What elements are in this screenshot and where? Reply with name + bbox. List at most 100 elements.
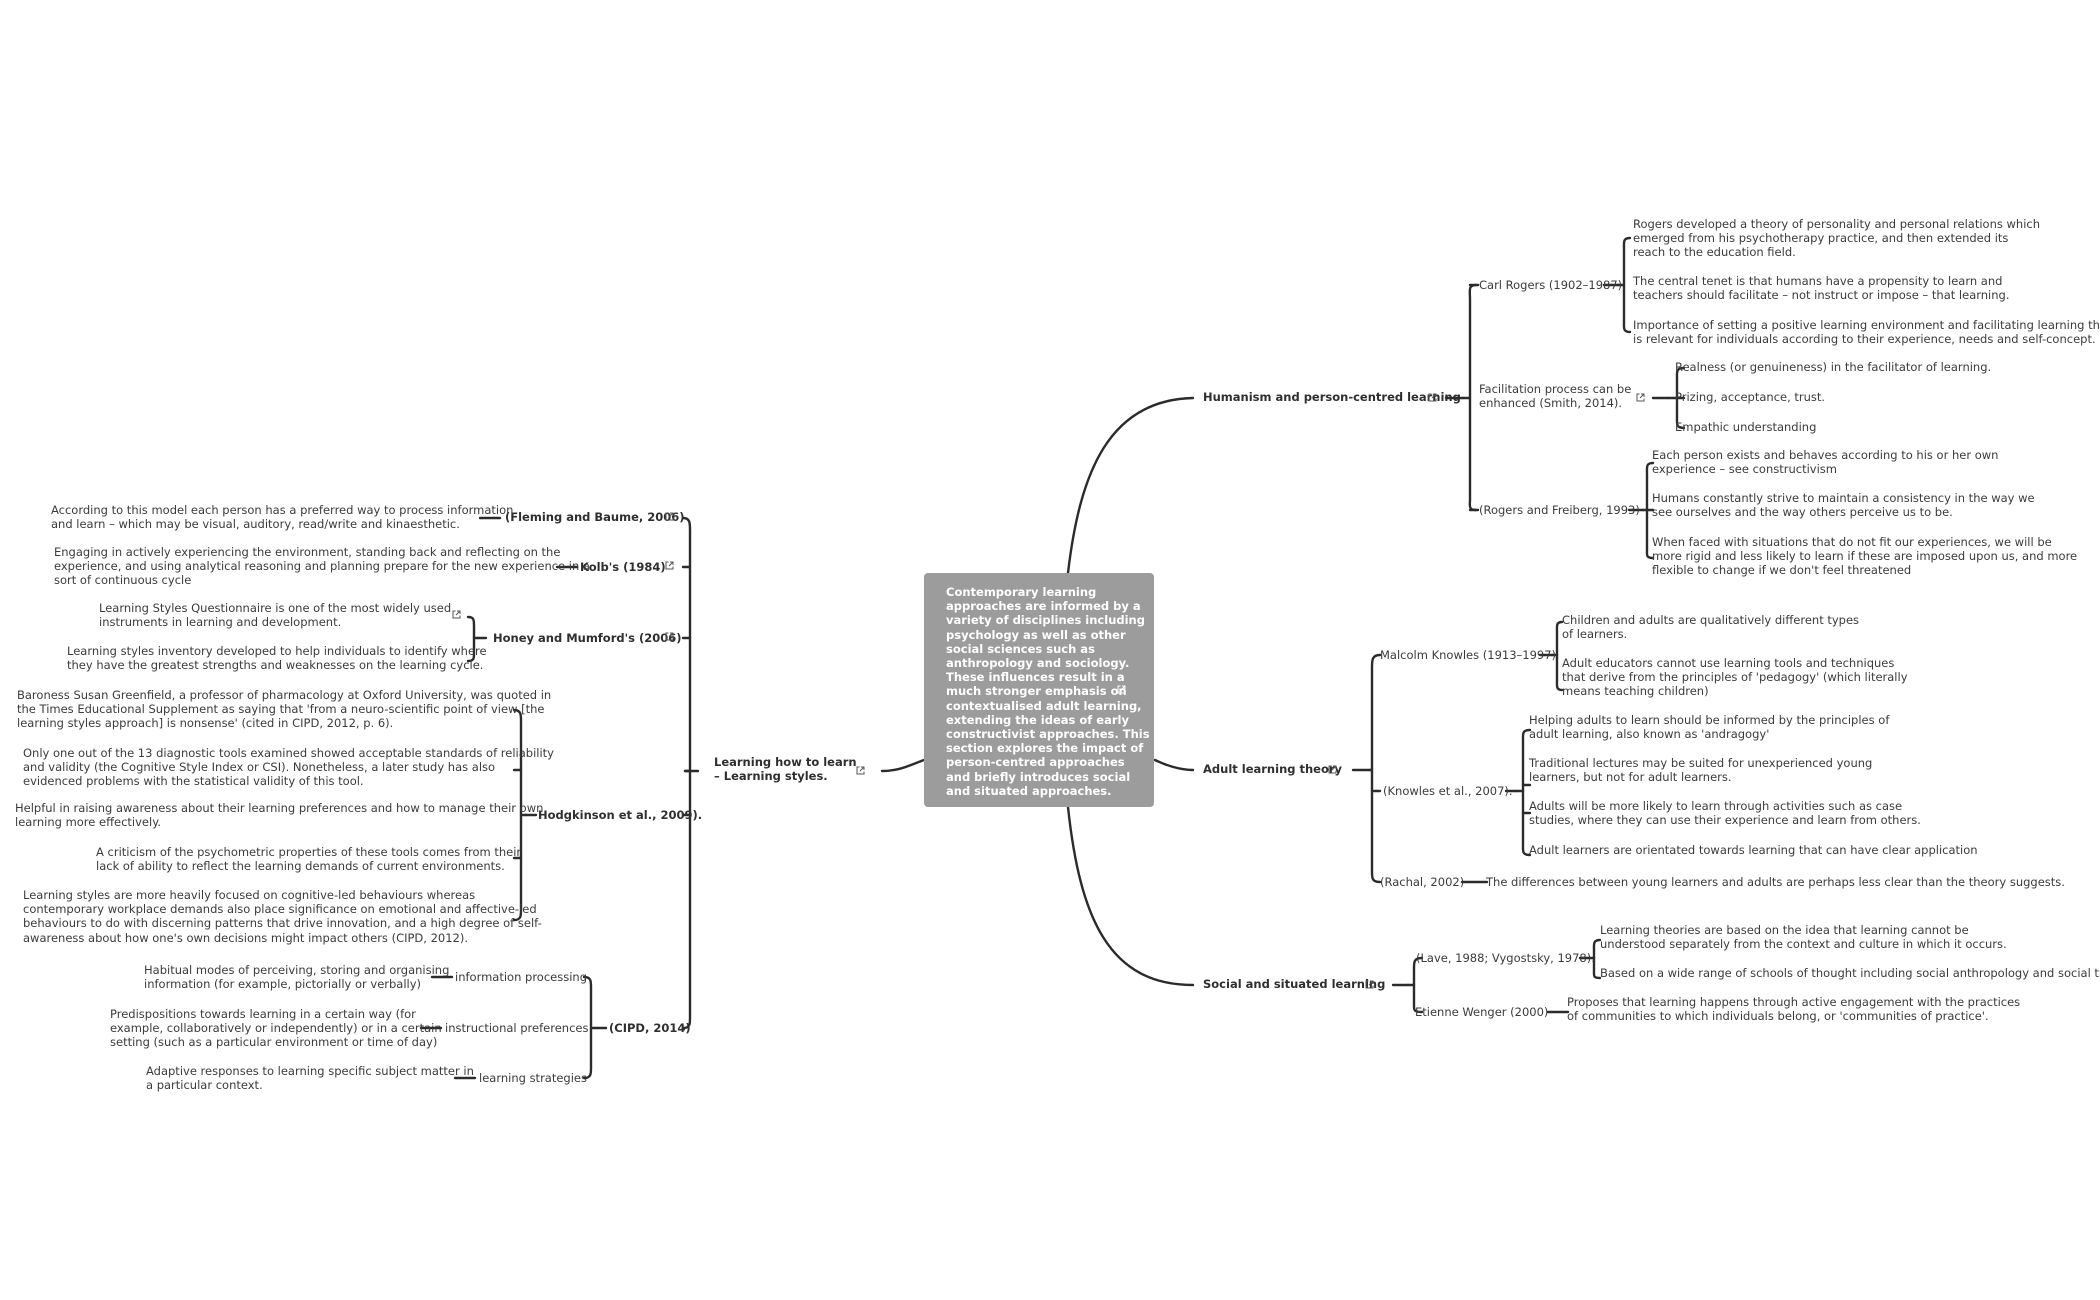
subtopic-knowles-2007[interactable]: (Knowles et al., 2007). <box>1383 784 1513 798</box>
external-link-icon[interactable] <box>856 766 865 775</box>
note-line: is relevant for individuals according to… <box>1633 332 2096 347</box>
central-topic-line: and briefly introduces social <box>946 769 1131 784</box>
subtopic-fleming-baume[interactable]: (Fleming and Baume, 2006) <box>505 510 685 524</box>
subtopic-honey-mumford[interactable]: Honey and Mumford's (2006) <box>493 631 682 645</box>
note-line: According to this model each person has … <box>51 503 514 517</box>
note-line: and validity (the Cognitive Style Index … <box>23 760 496 775</box>
note-rogers-tenet[interactable]: The central tenet is that humans have a … <box>1633 274 2010 302</box>
subtopic-wenger[interactable]: Etienne Wenger (2000) <box>1415 1005 1549 1019</box>
note-line: example, collaboratively or independentl… <box>110 1021 442 1036</box>
external-link-icon[interactable] <box>1428 393 1437 402</box>
subtopic-rogers-freiberg[interactable]: (Rogers and Freiberg, 1993) <box>1479 503 1640 517</box>
note-line: behaviours to do with discerning pattern… <box>23 916 542 931</box>
connector-humanism <box>1066 396 1195 575</box>
subtopic-kolb[interactable]: Kolb's (1984) <box>580 560 666 574</box>
subtopic-rachal[interactable]: (Rachal, 2002) <box>1380 875 1465 889</box>
note-line: Rogers developed a theory of personality… <box>1633 217 2041 231</box>
topic-social-situated[interactable]: Social and situated learning <box>1203 977 1386 991</box>
note-empathic[interactable]: Empathic understanding <box>1675 420 1817 434</box>
note-line: learning styles approach] is nonsense' (… <box>17 716 394 731</box>
note-line: see ourselves and the way others perceiv… <box>1652 505 1953 520</box>
central-topic-box[interactable] <box>924 573 1154 807</box>
note-rogers-theory[interactable]: Rogers developed a theory of personality… <box>1633 217 2040 260</box>
note-pedagogy[interactable]: Adult educators cannot use learning tool… <box>1562 656 1908 699</box>
subtopic-hodgkinson[interactable]: Hodgkinson et al., 2009). <box>538 808 703 822</box>
note-rogers-environment[interactable]: Importance of setting a positive learnin… <box>1633 318 2100 346</box>
external-link-icon[interactable] <box>665 561 674 570</box>
subtopic-facilitation[interactable]: Facilitation process can be enhanced (Sm… <box>1479 382 1631 410</box>
note-situations[interactable]: When faced with situations that do not f… <box>1652 535 2077 578</box>
note-habitual-modes[interactable]: Habitual modes of perceiving, storing an… <box>144 963 449 991</box>
external-link-icon[interactable] <box>1117 685 1126 694</box>
external-link-icon[interactable] <box>1636 393 1645 402</box>
note-lsq[interactable]: Learning Styles Questionnaire is one of … <box>99 601 451 629</box>
central-topic-line: variety of disciplines including <box>946 613 1145 628</box>
note-case-studies[interactable]: Adults will be more likely to learn thro… <box>1529 799 1921 827</box>
note-schools-of-thought[interactable]: Based on a wide range of schools of thou… <box>1600 966 2100 980</box>
note-line: Engaging in actively experiencing the en… <box>54 545 561 559</box>
external-link-icon[interactable] <box>1328 765 1337 774</box>
central-topic-line: approaches are informed by a <box>946 599 1141 614</box>
external-link-icon[interactable] <box>665 632 674 641</box>
note-line: Baroness Susan Greenfield, a professor o… <box>17 688 552 702</box>
note-andragogy[interactable]: Helping adults to learn should be inform… <box>1529 713 1889 741</box>
note-clear-application[interactable]: Adult learners are orientated towards le… <box>1529 843 1978 857</box>
external-link-icon[interactable] <box>1365 980 1374 989</box>
note-cognitive-led[interactable]: Learning styles are more heavily focused… <box>23 888 542 945</box>
note-line: that derive from the principles of 'peda… <box>1562 670 1908 685</box>
note-prizing[interactable]: Prizing, acceptance, trust. <box>1675 390 1826 404</box>
note-line: When faced with situations that do not f… <box>1652 535 2052 549</box>
note-fleming-model[interactable]: According to this model each person has … <box>51 503 513 531</box>
cipd-learning-strategies[interactable]: learning strategies <box>479 1071 587 1085</box>
note-line: evidenced problems with the statistical … <box>23 774 364 789</box>
note-line: Learning styles are more heavily focused… <box>23 888 476 902</box>
note-line: sort of continuous cycle <box>54 573 192 588</box>
connector-social <box>1066 805 1195 987</box>
note-line: Children and adults are qualitatively di… <box>1562 613 1860 627</box>
connector-learning-styles <box>880 758 926 773</box>
central-topic-line: much stronger emphasis on <box>946 684 1127 699</box>
note-adaptive-responses[interactable]: Adaptive responses to learning specific … <box>146 1064 474 1092</box>
note-line: Habitual modes of perceiving, storing an… <box>144 963 450 977</box>
topic-humanism[interactable]: Humanism and person-centred learning <box>1203 390 1461 404</box>
note-realness[interactable]: Realness (or genuineness) in the facilit… <box>1675 360 1992 374</box>
note-diagnostic-tools[interactable]: Only one out of the 13 diagnostic tools … <box>23 746 554 789</box>
note-children-adults[interactable]: Children and adults are qualitatively di… <box>1562 613 1859 641</box>
note-line: flexible to change if we don't feel thre… <box>1652 563 1912 578</box>
note-inventory[interactable]: Learning styles inventory developed to h… <box>67 644 487 672</box>
external-link-icon[interactable] <box>452 610 461 619</box>
topic-adult-learning[interactable]: Adult learning theory <box>1203 762 1343 776</box>
subtopic-knowles[interactable]: Malcolm Knowles (1913–1997) <box>1380 648 1557 662</box>
note-psychometric-criticism[interactable]: A criticism of the psychometric properti… <box>96 845 521 873</box>
note-traditional-lectures[interactable]: Traditional lectures may be suited for u… <box>1529 756 1872 784</box>
note-each-person[interactable]: Each person exists and behaves according… <box>1652 448 1998 476</box>
central-topic-line: psychology as well as other <box>946 627 1126 642</box>
central-topic-line: section explores the impact of <box>946 741 1144 756</box>
note-predispositions[interactable]: Predispositions towards learning in a ce… <box>110 1007 442 1050</box>
topic-learning-styles[interactable]: Learning how to learn – Learning styles. <box>714 755 857 783</box>
note-kolb-cycle[interactable]: Engaging in actively experiencing the en… <box>54 545 590 588</box>
note-line: understood separately from the context a… <box>1600 937 2007 952</box>
cipd-instructional-preferences[interactable]: instructional preferences <box>445 1021 589 1035</box>
note-line: adult learning, also known as 'andragogy… <box>1529 727 1770 742</box>
note-communities-of-practice[interactable]: Proposes that learning happens through a… <box>1567 995 2020 1023</box>
note-consistency[interactable]: Humans constantly strive to maintain a c… <box>1652 491 2035 519</box>
cipd-information-processing[interactable]: information processing <box>455 970 588 984</box>
subtopic-lave-vygotsky[interactable]: (Lave, 1988; Vygostsky, 1978). <box>1416 951 1595 965</box>
note-line: emerged from his psychotherapy practice,… <box>1633 231 2009 246</box>
note-line: Each person exists and behaves according… <box>1652 448 1999 462</box>
note-line: instruments in learning and development. <box>99 615 342 630</box>
subtopic-carl-rogers[interactable]: Carl Rogers (1902–1987) <box>1479 278 1623 292</box>
note-line: Only one out of the 13 diagnostic tools … <box>23 746 554 760</box>
note-greenfield[interactable]: Baroness Susan Greenfield, a professor o… <box>17 688 551 731</box>
topic-line: Learning how to learn <box>714 755 857 769</box>
note-line: reach to the education field. <box>1633 245 1796 260</box>
note-context-culture[interactable]: Learning theories are based on the idea … <box>1600 923 2007 951</box>
note-line: information (for example, pictorially or… <box>144 977 422 992</box>
note-awareness[interactable]: Helpful in raising awareness about their… <box>15 801 543 829</box>
external-link-icon[interactable] <box>665 512 674 521</box>
subtopic-line: enhanced (Smith, 2014). <box>1479 396 1623 411</box>
note-rachal[interactable]: The differences between young learners a… <box>1486 875 2065 889</box>
note-line: Learning theories are based on the idea … <box>1600 923 1969 937</box>
subtopic-cipd[interactable]: (CIPD, 2014) <box>609 1021 691 1035</box>
